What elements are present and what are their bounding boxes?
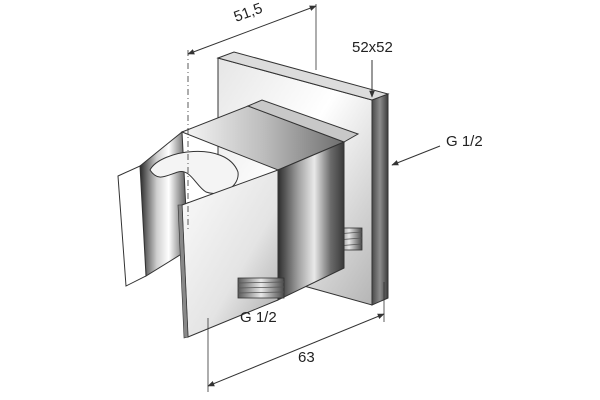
connector-body	[180, 99, 360, 301]
depth-dimension-line	[187, 5, 317, 55]
depth-label: 51,5	[232, 0, 265, 26]
dimension-plate: 52x52	[352, 39, 393, 98]
holder-left-flange	[117, 165, 147, 287]
holder-cup-opening	[149, 151, 239, 194]
plate-label: 52x52	[352, 39, 393, 56]
outlet-thread-label: G 1/2	[240, 309, 277, 326]
dimension-inlet: G 1/2	[391, 133, 483, 166]
width-label: 63	[298, 349, 315, 366]
inlet-leader-line	[391, 145, 441, 166]
wall-plate-side-face	[371, 93, 389, 306]
holder-front-edge	[177, 204, 189, 339]
body-collar	[246, 99, 360, 143]
outlet-thread	[237, 277, 285, 299]
dimension-width: 63	[207, 282, 385, 392]
shower-holder	[117, 130, 279, 339]
inlet-thread-label: G 1/2	[446, 133, 483, 150]
width-dimension-line	[207, 313, 385, 387]
dimension-outlet: G 1/2	[240, 309, 277, 326]
